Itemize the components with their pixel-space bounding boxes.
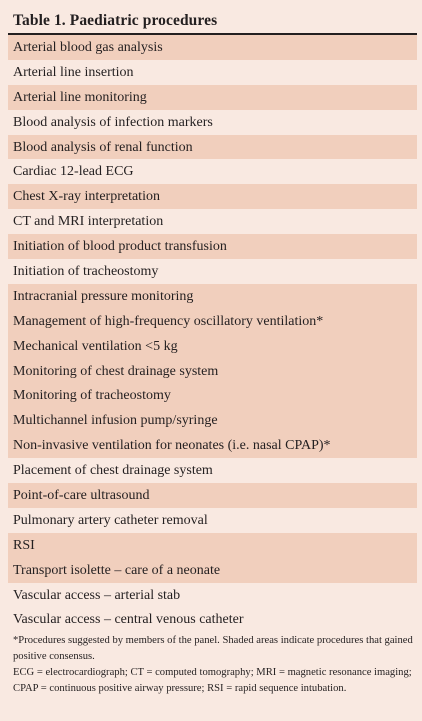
table-row: RSI bbox=[8, 532, 417, 558]
table-row: Arterial line insertion bbox=[13, 64, 134, 80]
table-row: Arterial blood gas analysis bbox=[8, 35, 417, 60]
table-row: Non-invasive ventilation for neonates (i… bbox=[8, 433, 417, 459]
table-row: Vascular access – arterial stab bbox=[13, 587, 181, 603]
table-row: Placement of chest drainage system bbox=[13, 463, 213, 479]
table-row: Multichannel infusion pump/syringe bbox=[8, 408, 417, 434]
table-row: Initiation of tracheostomy bbox=[13, 264, 159, 280]
table-row: Chest X-ray interpretation bbox=[8, 184, 417, 210]
table-row: Point-of-care ultrasound bbox=[8, 483, 417, 508]
table-row: Mechanical ventilation <5 kg bbox=[8, 333, 417, 359]
table-row: Vascular access – central venous cathete… bbox=[13, 612, 244, 628]
abbreviations: ECG = electrocardiograph; CT = computed … bbox=[13, 667, 412, 694]
table-row: Monitoring of chest drainage system bbox=[8, 358, 417, 384]
table-notes: *Procedures suggested by members of the … bbox=[13, 633, 413, 697]
table-row: Intracranial pressure monitoring bbox=[8, 283, 417, 309]
table-row: Initiation of blood product transfusion bbox=[8, 234, 417, 260]
table-row: Management of high-frequency oscillatory… bbox=[8, 308, 417, 334]
table-row: Blood analysis of renal function bbox=[8, 134, 417, 160]
table-row: Blood analysis of infection markers bbox=[13, 114, 213, 130]
table-row: Cardiac 12-lead ECG bbox=[13, 164, 134, 180]
table-row: CT and MRI interpretation bbox=[13, 214, 164, 230]
table-title: Table 1. Paediatric procedures bbox=[13, 12, 218, 29]
table-row: Arterial line monitoring bbox=[8, 84, 417, 110]
footnote: *Procedures suggested by members of the … bbox=[13, 635, 413, 662]
table-row: Transport isolette – care of a neonate bbox=[8, 557, 417, 583]
table-row: Monitoring of tracheostomy bbox=[8, 383, 417, 409]
title-rule bbox=[8, 33, 417, 35]
table-row: Pulmonary artery catheter removal bbox=[13, 512, 208, 528]
